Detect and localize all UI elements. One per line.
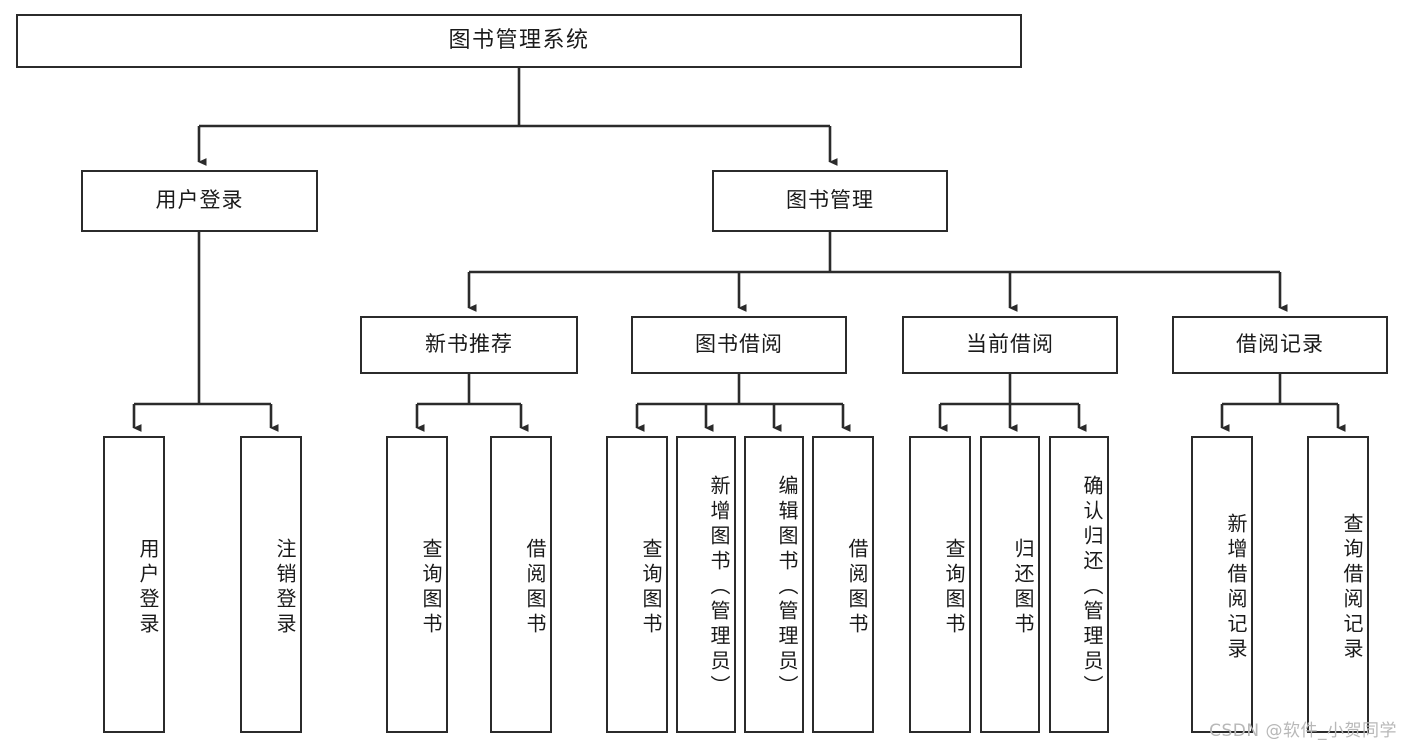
node-root-label: 图书管理系统 bbox=[448, 27, 590, 53]
node-leaf-borrow-book-1-label: 借阅图书 bbox=[523, 537, 547, 638]
node-leaf-user-login-label: 用户登录 bbox=[136, 537, 160, 638]
node-book-manage[interactable]: 图书管理 bbox=[712, 170, 948, 232]
node-leaf-edit-book[interactable]: 编辑图书（管理员） bbox=[744, 436, 804, 733]
csdn-watermark: CSDN @软件_小贺同学 bbox=[1209, 721, 1397, 741]
node-root[interactable]: 图书管理系统 bbox=[16, 14, 1022, 68]
node-leaf-confirm-return[interactable]: 确认归还（管理员） bbox=[1049, 436, 1109, 733]
node-leaf-logout-login[interactable]: 注销登录 bbox=[240, 436, 302, 733]
node-leaf-borrow-book-2-label: 借阅图书 bbox=[845, 537, 869, 638]
node-leaf-query-book-1[interactable]: 查询图书 bbox=[386, 436, 448, 733]
node-leaf-return-book-label: 归还图书 bbox=[1011, 537, 1035, 638]
node-new-book-recommend-label: 新书推荐 bbox=[425, 332, 513, 357]
node-new-book-recommend[interactable]: 新书推荐 bbox=[360, 316, 578, 374]
node-leaf-confirm-return-label: 确认归还（管理员） bbox=[1080, 475, 1104, 700]
node-leaf-borrow-book-2[interactable]: 借阅图书 bbox=[812, 436, 874, 733]
node-leaf-add-record-label: 新增借阅记录 bbox=[1224, 512, 1248, 663]
node-leaf-borrow-book-1[interactable]: 借阅图书 bbox=[490, 436, 552, 733]
node-leaf-query-book-1-label: 查询图书 bbox=[419, 537, 443, 638]
node-user-login-label: 用户登录 bbox=[155, 188, 244, 213]
node-borrow-record-label: 借阅记录 bbox=[1236, 332, 1324, 357]
node-user-login[interactable]: 用户登录 bbox=[81, 170, 318, 232]
node-leaf-query-record-label: 查询借阅记录 bbox=[1340, 512, 1364, 663]
node-book-manage-label: 图书管理 bbox=[786, 188, 874, 213]
node-borrow-record[interactable]: 借阅记录 bbox=[1172, 316, 1388, 374]
node-leaf-add-book-label: 新增图书（管理员） bbox=[707, 475, 731, 700]
node-leaf-add-book[interactable]: 新增图书（管理员） bbox=[676, 436, 736, 733]
node-book-borrow-label: 图书借阅 bbox=[695, 332, 783, 357]
node-leaf-edit-book-label: 编辑图书（管理员） bbox=[775, 475, 799, 700]
node-leaf-query-record[interactable]: 查询借阅记录 bbox=[1307, 436, 1369, 733]
node-leaf-query-book-2[interactable]: 查询图书 bbox=[606, 436, 668, 733]
node-leaf-return-book[interactable]: 归还图书 bbox=[980, 436, 1040, 733]
node-leaf-query-book-2-label: 查询图书 bbox=[639, 537, 663, 638]
node-book-borrow[interactable]: 图书借阅 bbox=[631, 316, 847, 374]
node-leaf-logout-login-label: 注销登录 bbox=[273, 537, 297, 638]
node-leaf-query-book-3-label: 查询图书 bbox=[942, 537, 966, 638]
node-leaf-user-login[interactable]: 用户登录 bbox=[103, 436, 165, 733]
node-current-borrow-label: 当前借阅 bbox=[966, 332, 1054, 357]
node-leaf-add-record[interactable]: 新增借阅记录 bbox=[1191, 436, 1253, 733]
node-current-borrow[interactable]: 当前借阅 bbox=[902, 316, 1118, 374]
node-leaf-query-book-3[interactable]: 查询图书 bbox=[909, 436, 971, 733]
